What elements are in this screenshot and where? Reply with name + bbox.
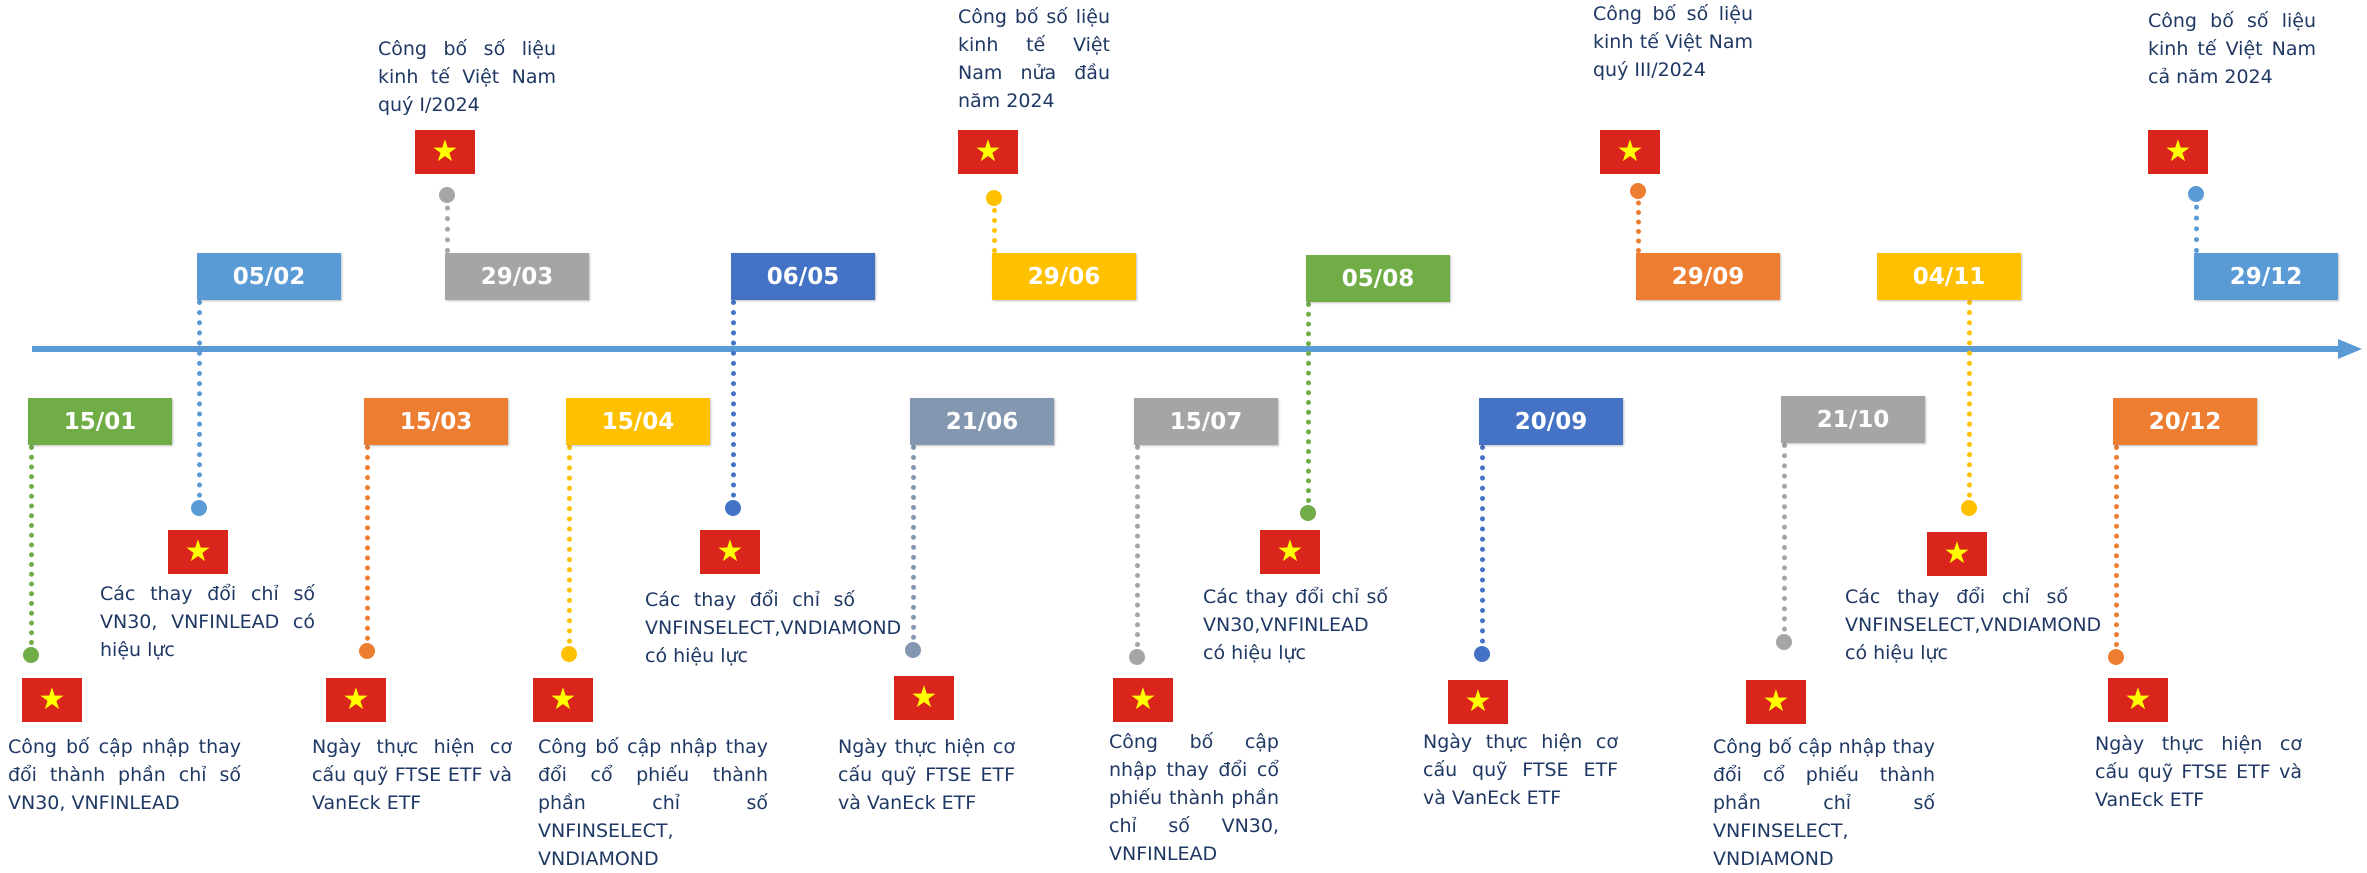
connector-line — [1480, 445, 1485, 654]
star-icon: ★ — [431, 134, 459, 169]
vietnam-flag-icon: ★ — [326, 678, 386, 722]
connector-line — [1782, 443, 1787, 642]
date-badge: 15/03 — [364, 398, 508, 445]
star-icon: ★ — [716, 534, 744, 569]
event-description: Ngày thực hiện cơ cấu quỹ FTSE ETF và Va… — [312, 736, 512, 814]
timeline-axis — [32, 346, 2342, 352]
date-badge: 29/12 — [2194, 253, 2338, 300]
star-icon: ★ — [342, 682, 370, 717]
event-dot — [2188, 186, 2204, 202]
connector-line — [365, 445, 370, 651]
event-dot — [1630, 183, 1646, 199]
event-description: Công bố số liệu kinh tế Việt Nam quý I/2… — [378, 38, 556, 116]
event-description: Các thay đổi chỉ số VN30, VNFINLEAD có h… — [100, 583, 315, 661]
vietnam-flag-icon: ★ — [958, 130, 1018, 174]
event-dot — [1300, 505, 1316, 521]
star-icon: ★ — [184, 534, 212, 569]
date-badge: 15/01 — [28, 398, 172, 445]
event-description: Các thay đổi chỉ số VNFINSELECT,VNDIAMON… — [1845, 586, 2102, 664]
event-description: Ngày thực hiện cơ cấu quỹ FTSE ETF và Va… — [838, 736, 1015, 814]
star-icon: ★ — [38, 682, 66, 717]
event-dot — [561, 646, 577, 662]
date-badge: 21/10 — [1781, 396, 1925, 443]
event-dot — [439, 187, 455, 203]
vietnam-flag-icon: ★ — [415, 130, 475, 174]
vietnam-flag-icon: ★ — [700, 530, 760, 574]
star-icon: ★ — [1616, 134, 1644, 169]
event-description: Công bố số liệu kinh tế Việt Nam quý III… — [1593, 3, 1753, 81]
vietnam-flag-icon: ★ — [894, 676, 954, 720]
event-dot — [2108, 649, 2124, 665]
date-badge: 20/12 — [2113, 398, 2257, 445]
vietnam-flag-icon: ★ — [2108, 678, 2168, 722]
star-icon: ★ — [1276, 534, 1304, 569]
date-badge: 29/03 — [445, 253, 589, 300]
connector-line — [197, 300, 202, 508]
event-dot — [905, 642, 921, 658]
event-description: Các thay đổi chỉ số VNFINSELECT,VNDIAMON… — [645, 589, 902, 667]
event-description: Ngày thực hiện cơ cấu quỹ FTSE ETF và Va… — [2095, 733, 2302, 811]
event-dot — [1961, 500, 1977, 516]
date-badge: 05/08 — [1306, 255, 1450, 302]
event-description: Các thay đổi chỉ số VN30,VNFINLEAD có hi… — [1203, 586, 1388, 664]
vietnam-flag-icon: ★ — [1260, 530, 1320, 574]
connector-line — [731, 300, 736, 508]
event-dot — [1474, 646, 1490, 662]
event-dot — [725, 500, 741, 516]
star-icon: ★ — [1943, 536, 1971, 571]
vietnam-flag-icon: ★ — [1448, 680, 1508, 724]
connector-line — [445, 195, 450, 253]
event-description: Công bố cập nhập thay đổi cổ phiếu thành… — [538, 736, 768, 870]
connector-line — [2194, 194, 2199, 253]
event-description: Công bố cập nhập thay đổi thành phần chỉ… — [8, 736, 241, 814]
date-badge: 04/11 — [1877, 253, 2021, 300]
connector-line — [992, 198, 997, 253]
date-badge: 15/07 — [1134, 398, 1278, 445]
event-description: Công bố số liệu kinh tế Việt Nam nửa đầu… — [958, 6, 1110, 112]
event-dot — [359, 643, 375, 659]
event-description: Công bố cập nhập thay đổi cổ phiếu thành… — [1109, 731, 1279, 865]
connector-line — [2114, 445, 2119, 657]
event-description: Công bố số liệu kinh tế Việt Nam cả năm … — [2148, 10, 2316, 88]
vietnam-flag-icon: ★ — [22, 678, 82, 722]
event-dot — [1776, 634, 1792, 650]
event-description: Ngày thực hiện cơ cấu quỹ FTSE ETF và Va… — [1423, 731, 1618, 809]
date-badge: 21/06 — [910, 398, 1054, 445]
vietnam-flag-icon: ★ — [1600, 130, 1660, 174]
event-dot — [986, 190, 1002, 206]
vietnam-flag-icon: ★ — [1746, 680, 1806, 724]
connector-line — [911, 445, 916, 650]
date-badge: 05/02 — [197, 253, 341, 300]
star-icon: ★ — [2164, 134, 2192, 169]
date-badge: 20/09 — [1479, 398, 1623, 445]
date-badge: 29/06 — [992, 253, 1136, 300]
connector-line — [1306, 302, 1311, 513]
star-icon: ★ — [1762, 684, 1790, 719]
connector-line — [1636, 191, 1641, 253]
timeline-arrow-head — [2338, 339, 2362, 359]
date-badge: 29/09 — [1636, 253, 1780, 300]
event-dot — [191, 500, 207, 516]
star-icon: ★ — [910, 680, 938, 715]
star-icon: ★ — [1464, 684, 1492, 719]
event-dot — [23, 647, 39, 663]
vietnam-flag-icon: ★ — [168, 530, 228, 574]
star-icon: ★ — [549, 682, 577, 717]
event-dot — [1129, 649, 1145, 665]
star-icon: ★ — [974, 134, 1002, 169]
date-badge: 15/04 — [566, 398, 710, 445]
connector-line — [1135, 445, 1140, 657]
star-icon: ★ — [2124, 682, 2152, 717]
event-description: Công bố cập nhập thay đổi cổ phiếu thành… — [1713, 736, 1935, 870]
vietnam-flag-icon: ★ — [2148, 130, 2208, 174]
connector-line — [567, 445, 572, 654]
vietnam-flag-icon: ★ — [1113, 678, 1173, 722]
vietnam-flag-icon: ★ — [533, 678, 593, 722]
timeline-diagram: 05/02 ★ Các thay đổi chỉ số VN30, VNFINLEA… — [8, 3, 2362, 870]
connector-line — [1967, 300, 1972, 508]
star-icon: ★ — [1129, 682, 1157, 717]
connector-line — [29, 445, 34, 655]
vietnam-flag-icon: ★ — [1927, 532, 1987, 576]
date-badge: 06/05 — [731, 253, 875, 300]
